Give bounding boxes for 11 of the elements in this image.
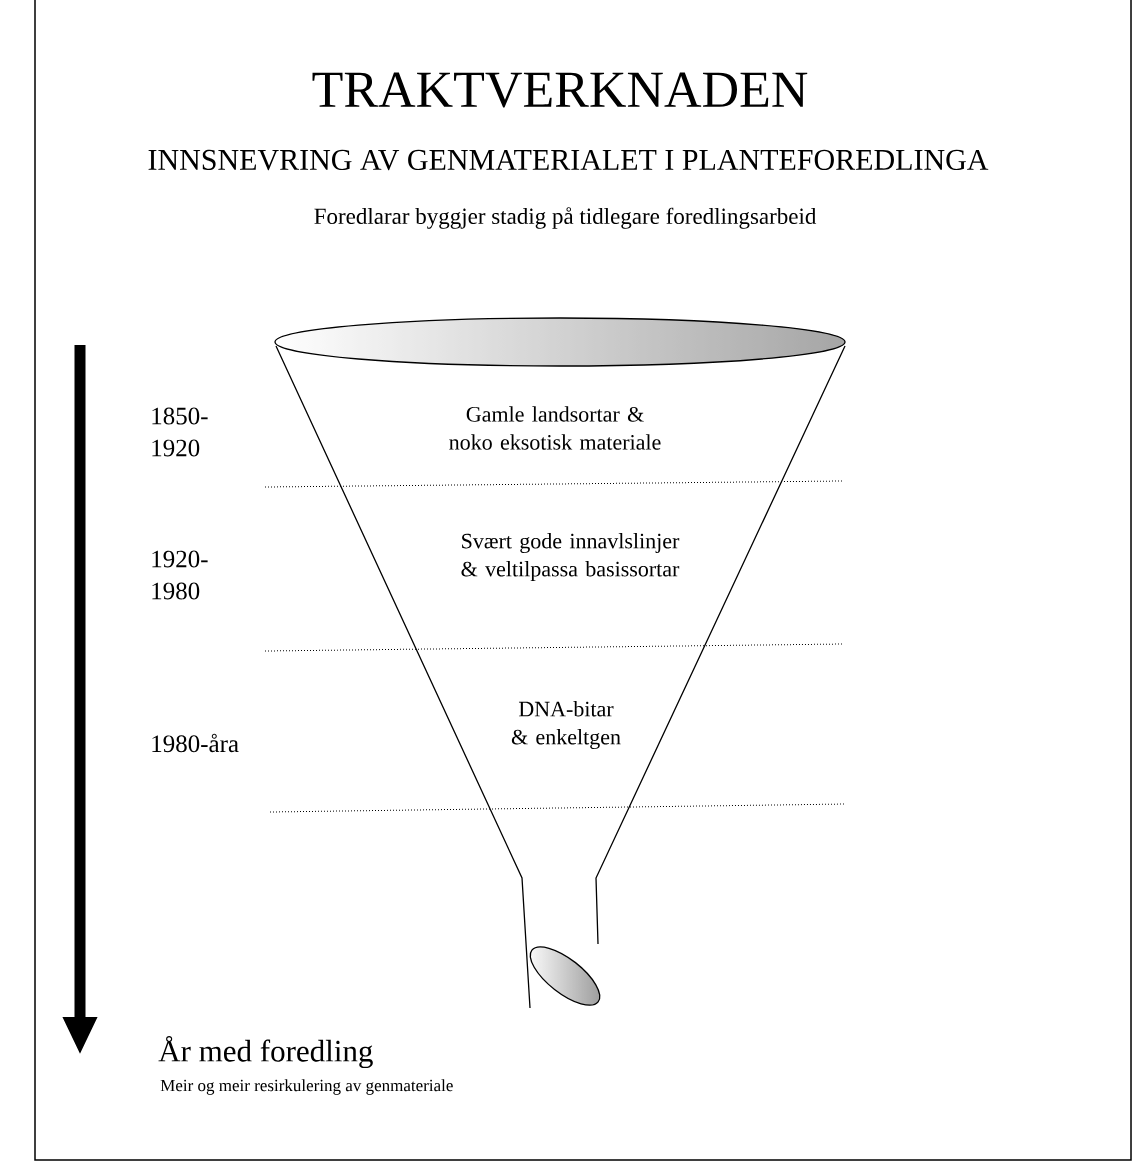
note-text: Foredlarar byggjer stadig på tidlegare foredlingsarbeid bbox=[314, 207, 817, 229]
subtitle: INNSNEVRING AV GENMATERIALET I PLANTEFOREDLINGA bbox=[148, 149, 989, 171]
stage-label: Svært gode innavlslinjer & veltilpassa basissortar bbox=[461, 533, 680, 581]
period-label: 1920- 1980 bbox=[152, 550, 208, 600]
stage-label: DNA-bitar & enkeltgen bbox=[511, 701, 621, 749]
stage-label: Gamle landsortar & noko eksotisk materiale bbox=[449, 406, 661, 450]
period-label: 1850- 1920 bbox=[152, 407, 208, 457]
axis-note: Meir og meir resirkulering av genmateriale bbox=[160, 1079, 453, 1095]
period-label: 1980-åra bbox=[152, 733, 239, 753]
title: TRAKTVERKNADEN bbox=[312, 72, 808, 108]
axis-label: År med foredling bbox=[158, 1035, 373, 1069]
